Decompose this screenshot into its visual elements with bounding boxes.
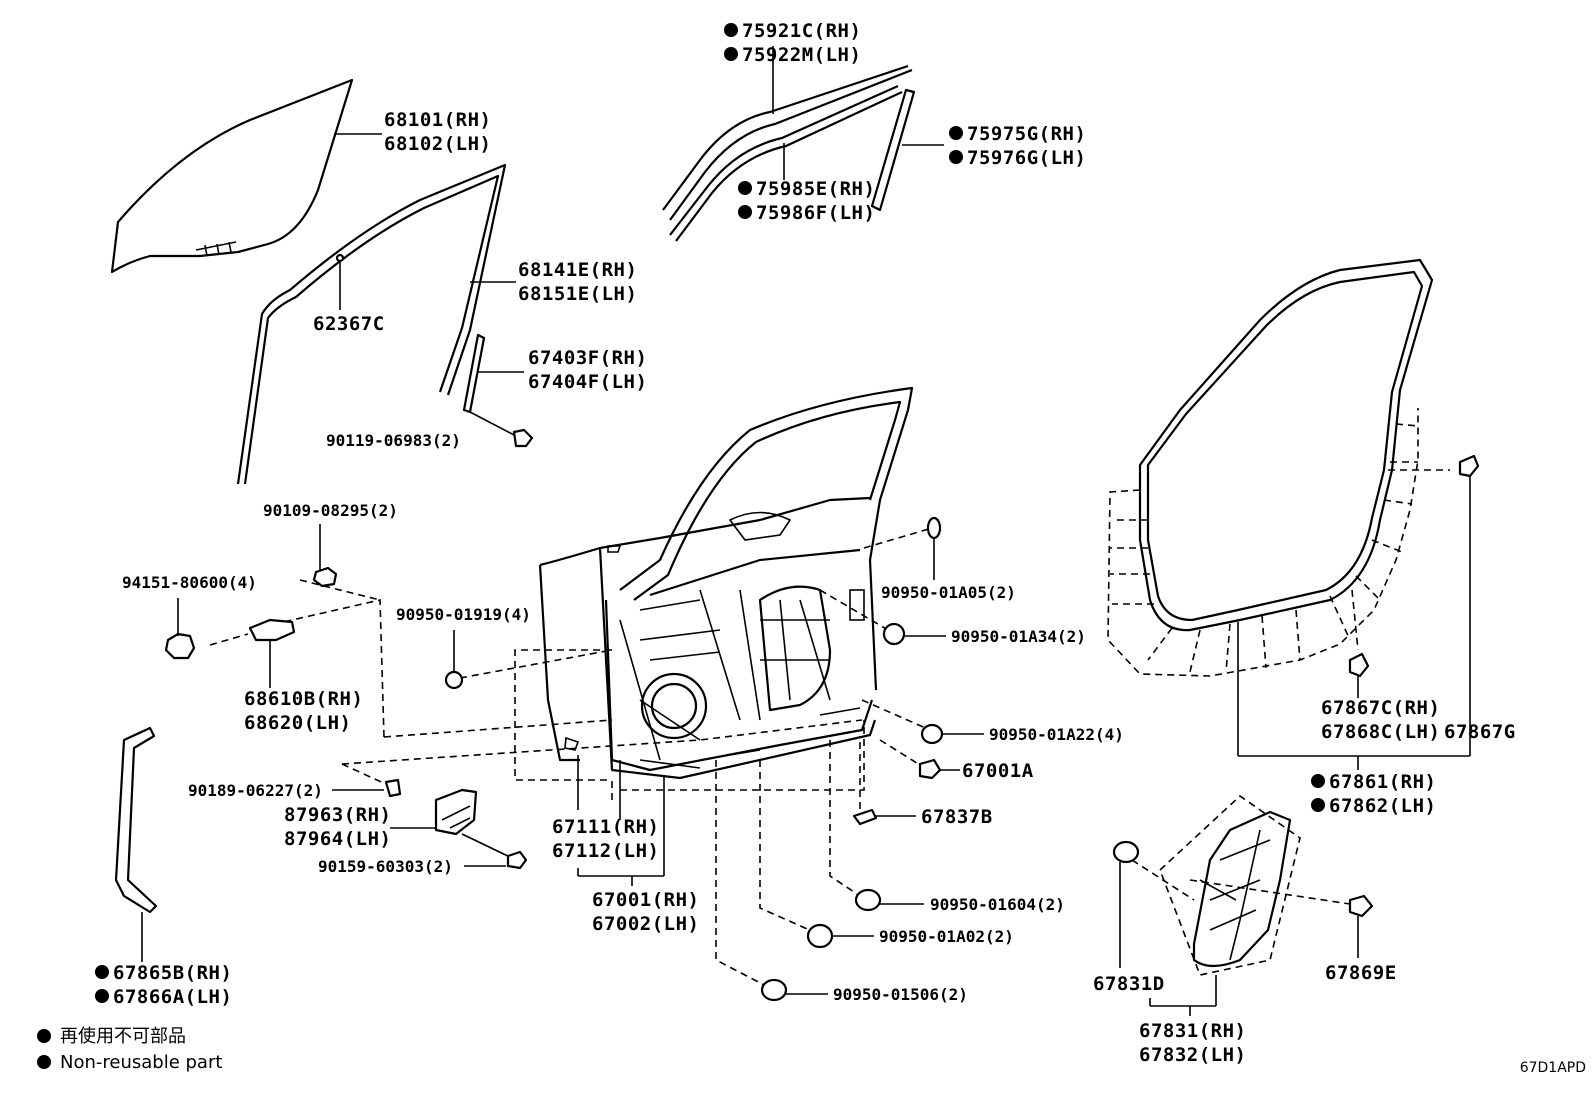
- label-90950-01919: 90950-01919(4): [396, 605, 531, 624]
- label-90189: 90189-06227(2): [188, 781, 323, 800]
- label-68151e: 68151E(LH): [518, 283, 637, 305]
- bolt-62367c: [335, 253, 345, 310]
- lower-door-molding: [114, 726, 158, 962]
- label-67403f: 67403F(RH): [528, 347, 647, 369]
- label-90950-01506: 90950-01506(2): [833, 985, 968, 1004]
- non-reusable-marker: [724, 47, 738, 61]
- door-lock-assembly: [1112, 794, 1374, 1016]
- division-bar: [462, 333, 534, 448]
- label-75975g: 75975G(RH): [967, 123, 1086, 145]
- non-reusable-marker: [1311, 798, 1325, 812]
- non-reusable-marker: [738, 181, 752, 195]
- label-67002: 67002(LH): [592, 913, 699, 935]
- label-67865b: 67865B(RH): [113, 962, 232, 984]
- non-reusable-marker: [95, 965, 109, 979]
- glass-run-channel: [236, 163, 516, 485]
- label-67868c: 67868C(LH): [1321, 721, 1440, 743]
- label-87963: 87963(RH): [284, 804, 391, 826]
- label-68610b: 68610B(RH): [244, 688, 363, 710]
- non-reusable-marker: [949, 150, 963, 164]
- hardware-parts: [164, 516, 984, 1002]
- label-75922m: 75922M(LH): [742, 44, 861, 66]
- label-67867c: 67867C(RH): [1321, 697, 1440, 719]
- door-weatherstrip: [1107, 258, 1480, 770]
- label-87964: 87964(LH): [284, 828, 391, 850]
- label-67862: 67862(LH): [1329, 795, 1436, 817]
- label-67866a: 67866A(LH): [113, 986, 232, 1008]
- label-90950-01a34: 90950-01A34(2): [951, 627, 1086, 646]
- legend-en: Non-reusable part: [60, 1052, 222, 1073]
- door-dashed-leaders: [209, 527, 933, 989]
- label-67831d: 67831D: [1093, 973, 1165, 995]
- non-reusable-marker: [95, 989, 109, 1003]
- label-67867g: 67867G: [1444, 721, 1516, 743]
- label-67831: 67831(RH): [1139, 1020, 1246, 1042]
- label-90109: 90109-08295(2): [263, 501, 398, 520]
- label-67001: 67001(RH): [592, 889, 699, 911]
- label-75986f: 75986F(LH): [756, 202, 875, 224]
- legend-dot: [37, 1055, 51, 1069]
- belt-moldings: [662, 46, 944, 242]
- non-reusable-marker: [738, 205, 752, 219]
- label-90950-01a22: 90950-01A22(4): [989, 725, 1124, 744]
- label-67001a: 67001A: [962, 760, 1034, 782]
- label-68102: 68102(LH): [384, 133, 491, 155]
- label-90950-01604: 90950-01604(2): [930, 895, 1065, 914]
- label-67404f: 67404F(LH): [528, 371, 647, 393]
- label-75976g: 75976G(LH): [967, 147, 1086, 169]
- label-67869e: 67869E: [1325, 962, 1397, 984]
- label-90159: 90159-60303(2): [318, 857, 453, 876]
- legend-jp: 再使用不可部品: [60, 1026, 186, 1047]
- non-reusable-marker: [724, 23, 738, 37]
- label-67112: 67112(LH): [552, 840, 659, 862]
- label-68101: 68101(RH): [384, 109, 491, 131]
- label-62367c: 62367C: [313, 313, 385, 335]
- legend: 再使用不可部品 Non-reusable part: [37, 1026, 222, 1073]
- front-door-panel: [538, 386, 914, 886]
- label-75985e: 75985E(RH): [756, 178, 875, 200]
- label-67861: 67861(RH): [1329, 771, 1436, 793]
- non-reusable-marker: [949, 126, 963, 140]
- label-67837b: 67837B: [921, 806, 993, 828]
- label-67111: 67111(RH): [552, 816, 659, 838]
- part-labels: 75921C(RH) 75922M(LH) 75975G(RH) 75976G(…: [95, 20, 1516, 1066]
- diagram-code: 67D1APD: [1520, 1060, 1586, 1076]
- label-94151: 94151-80600(4): [122, 573, 257, 592]
- non-reusable-marker: [1311, 774, 1325, 788]
- door-glass: [110, 78, 382, 274]
- label-67832: 67832(LH): [1139, 1044, 1246, 1066]
- label-75921c: 75921C(RH): [742, 20, 861, 42]
- label-68141e: 68141E(RH): [518, 259, 637, 281]
- label-90950-01a02: 90950-01A02(2): [879, 927, 1014, 946]
- label-68620: 68620(LH): [244, 712, 351, 734]
- label-90950-01a05: 90950-01A05(2): [881, 583, 1016, 602]
- label-90119: 90119-06983(2): [326, 431, 461, 450]
- legend-dot: [37, 1029, 51, 1043]
